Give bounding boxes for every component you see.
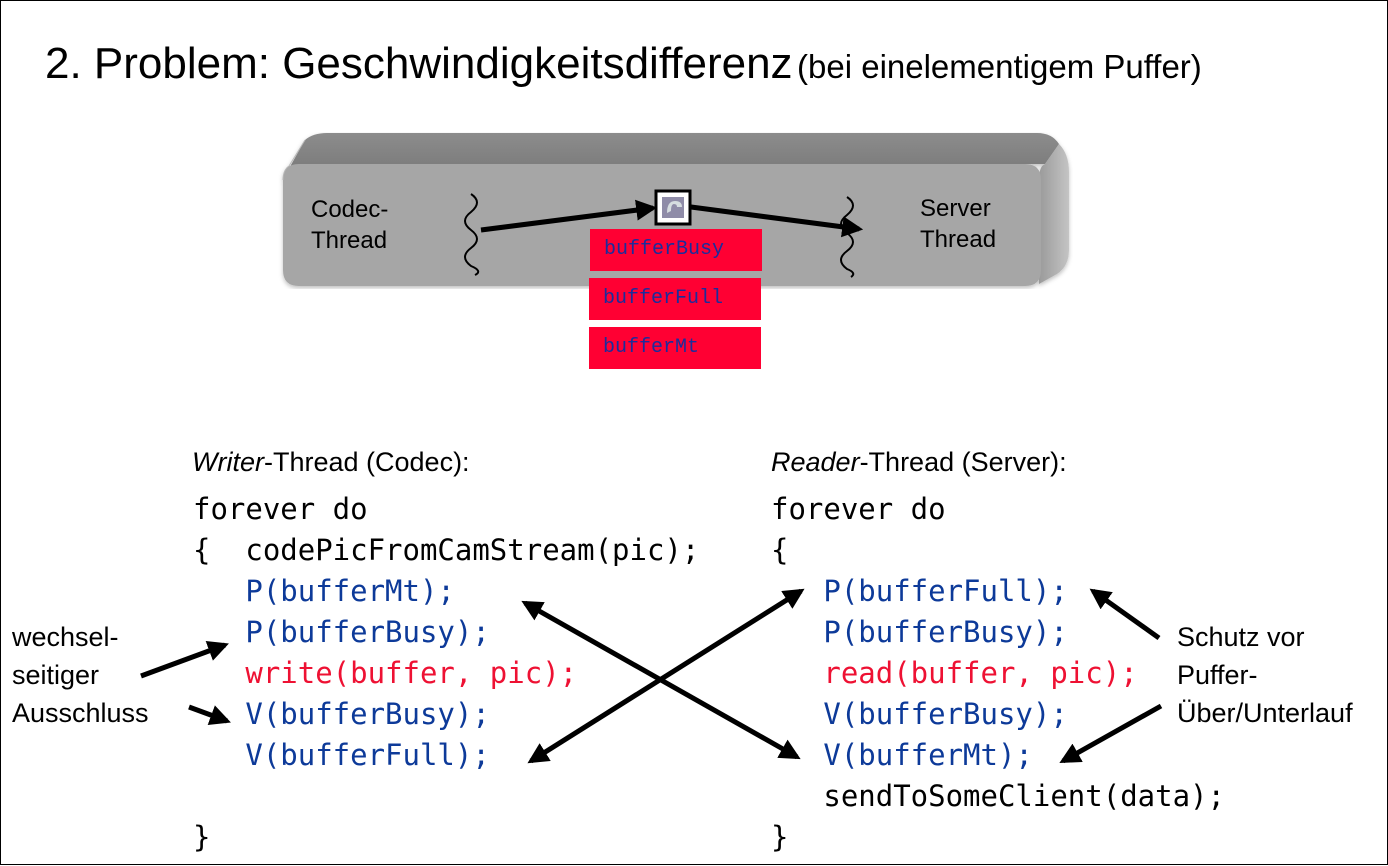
picture-buffer-icon [654,189,692,226]
mutual-exclusion-line3: Ausschluss [12,698,149,728]
mutual-exclusion-arrow-p [140,640,229,679]
writer-code-line: V(bufferFull); [193,738,490,772]
reader-code-line: { [771,533,789,567]
reader-code-line: P(bufferBusy); [771,615,1068,649]
overflow-protection-line1: Schutz vor [1177,622,1305,652]
codec-thread-label-line1: Codec- [311,196,389,223]
reader-code-block: forever do { P(bufferFull); P(bufferBusy)… [771,489,1225,858]
writer-header-italic: Writer [192,447,264,477]
writer-code-line: forever do [193,492,368,526]
writer-header-rest: -Thread (Codec): [263,447,470,477]
reader-code-line: V(bufferMt); [771,738,1033,772]
buffer-to-server-arrow [690,204,864,238]
overflow-protection-line3: Über/Unterlauf [1177,698,1353,728]
slide-title: 2. Problem: Geschwindigkeitsdifferenz (b… [45,39,1202,89]
title-main: 2. Problem: Geschwindigkeitsdifferenz [45,39,793,88]
codec-thread-label-line2: Thread [311,227,388,254]
overflow-protection-note: Schutz vor Puffer- Über/Unterlauf [1177,618,1353,732]
writer-code-line: { codePicFromCamStream(pic); [193,533,700,567]
reader-thread-header: Reader-Thread (Server): [771,447,1067,478]
mutual-exclusion-arrow-v [188,704,231,726]
server-thread-label-line2: Thread [920,226,997,253]
server-thread-label: Server Thread [920,193,996,255]
semaphore-buffer-mt: bufferMt [589,327,761,369]
mutual-exclusion-line2: seitiger [12,660,100,690]
reader-code-line: V(bufferBusy); [771,697,1068,731]
writer-code-line: P(bufferBusy); [193,615,490,649]
codec-thread-label: Codec- Thread [311,194,388,256]
writer-code-line: P(bufferMt); [193,574,455,608]
server-thread-label-line1: Server [920,195,991,222]
writer-code-line: } [193,820,211,854]
overflow-arrow-v-mt [1059,703,1163,764]
writer-full-reader-full-arrow [527,588,805,764]
writer-thread-header: Writer-Thread (Codec): [192,447,470,478]
reader-code-line: read(buffer, pic); [771,656,1138,690]
writer-code-block: forever do { codePicFromCamStream(pic); P… [193,489,699,858]
reader-header-italic: Reader [771,447,860,477]
mutual-exclusion-note: wechsel- seitiger Ausschluss [12,618,149,732]
codec-to-buffer-arrow [480,199,658,233]
writer-code-line: V(bufferBusy); [193,697,490,731]
codec-thread-squiggle-icon [464,193,480,276]
reader-code-line: } [771,820,789,854]
semaphore-buffer-busy: bufferBusy [590,229,762,271]
reader-code-line: forever do [771,492,946,526]
mutual-exclusion-line1: wechsel- [12,622,119,652]
reader-code-line: P(bufferFull); [771,574,1068,608]
reader-code-line: sendToSomeClient(data); [771,779,1225,813]
overflow-protection-line2: Puffer- [1177,660,1258,690]
semaphore-buffer-full: bufferFull [589,278,761,320]
overflow-arrow-p-full [1089,588,1161,641]
title-subtitle: (bei einelementigem Puffer) [797,48,1202,85]
reader-header-rest: -Thread (Server): [859,447,1067,477]
server-thread-squiggle-icon [840,196,855,278]
